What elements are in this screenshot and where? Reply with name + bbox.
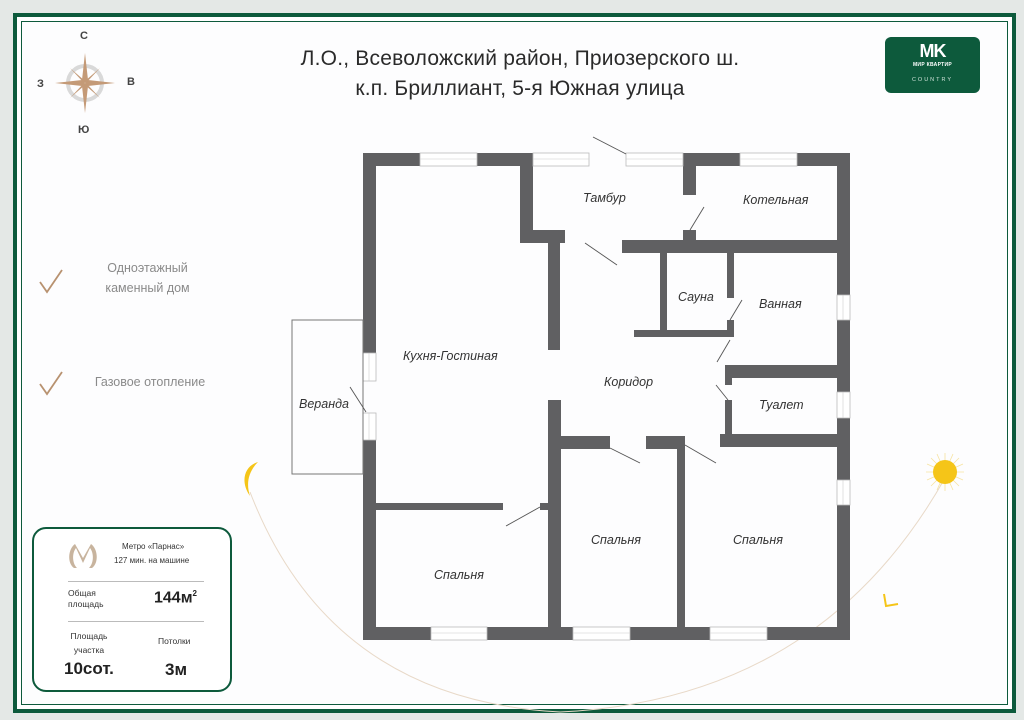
room-label-corridor: Коридор bbox=[604, 375, 654, 389]
address-line-2: к.п. Бриллиант, 5-я Южная улица bbox=[355, 77, 685, 100]
checkmark-icon bbox=[39, 371, 63, 396]
arrow-icon bbox=[883, 593, 899, 608]
room-label-toilet: Туалет bbox=[759, 398, 804, 412]
address-line-1: Л.О., Всеволожский район, Приозерского ш… bbox=[300, 47, 740, 70]
logo-mark: MK bbox=[919, 41, 947, 61]
address-title: Л.О., Всеволожский район, Приозерского ш… bbox=[250, 44, 790, 104]
company-logo: MK МИР КВАРТИР COUNTRY bbox=[885, 37, 980, 93]
room-label-boiler: Котельная bbox=[743, 193, 809, 207]
ceiling-label: Потолки bbox=[158, 636, 191, 646]
room-label-vestibule: Тамбур bbox=[583, 191, 626, 205]
divider bbox=[68, 621, 204, 622]
info-card: Метро «Парнас» 127 мин. на машине Общая … bbox=[32, 527, 232, 692]
plot-area-value: 10сот. bbox=[64, 659, 114, 678]
logo-sub: COUNTRY bbox=[911, 77, 954, 83]
compass-south-label: Ю bbox=[78, 124, 90, 136]
compass-east-label: В bbox=[127, 76, 135, 88]
logo-brand: МИР КВАРТИР bbox=[912, 62, 953, 68]
moon-icon bbox=[244, 462, 258, 496]
plot-area-label: Площадь участка bbox=[70, 631, 108, 655]
room-label-sauna: Сауна bbox=[678, 290, 714, 304]
feature-gas-heating: Газовое отопление bbox=[94, 375, 206, 389]
room-label-bedroom-middle: Спальня bbox=[591, 533, 641, 547]
compass-rose-icon bbox=[55, 53, 115, 113]
ceiling-value: 3м bbox=[165, 660, 188, 679]
compass-north-label: С bbox=[80, 30, 88, 42]
room-label-bedroom-right: Спальня bbox=[733, 533, 783, 547]
room-label-bedroom-left: Спальня bbox=[434, 568, 484, 582]
checkmark-icon bbox=[39, 269, 63, 294]
metro-time: 127 мин. на машине bbox=[114, 556, 190, 565]
metro-icon bbox=[69, 544, 97, 568]
compass-west-label: З bbox=[37, 78, 44, 90]
room-label-veranda: Веранда bbox=[299, 397, 349, 411]
total-area-label: Общая площадь bbox=[68, 588, 104, 609]
room-label-kitchen: Кухня-Гостиная bbox=[403, 349, 498, 363]
total-area-value: 144м2 bbox=[154, 589, 197, 607]
sun-icon bbox=[926, 453, 964, 491]
divider bbox=[68, 581, 204, 582]
metro-name: Метро «Парнас» bbox=[122, 542, 185, 551]
feature-one-storey: Одноэтажный каменный дом bbox=[105, 261, 190, 295]
room-label-bathroom: Ванная bbox=[759, 297, 802, 311]
